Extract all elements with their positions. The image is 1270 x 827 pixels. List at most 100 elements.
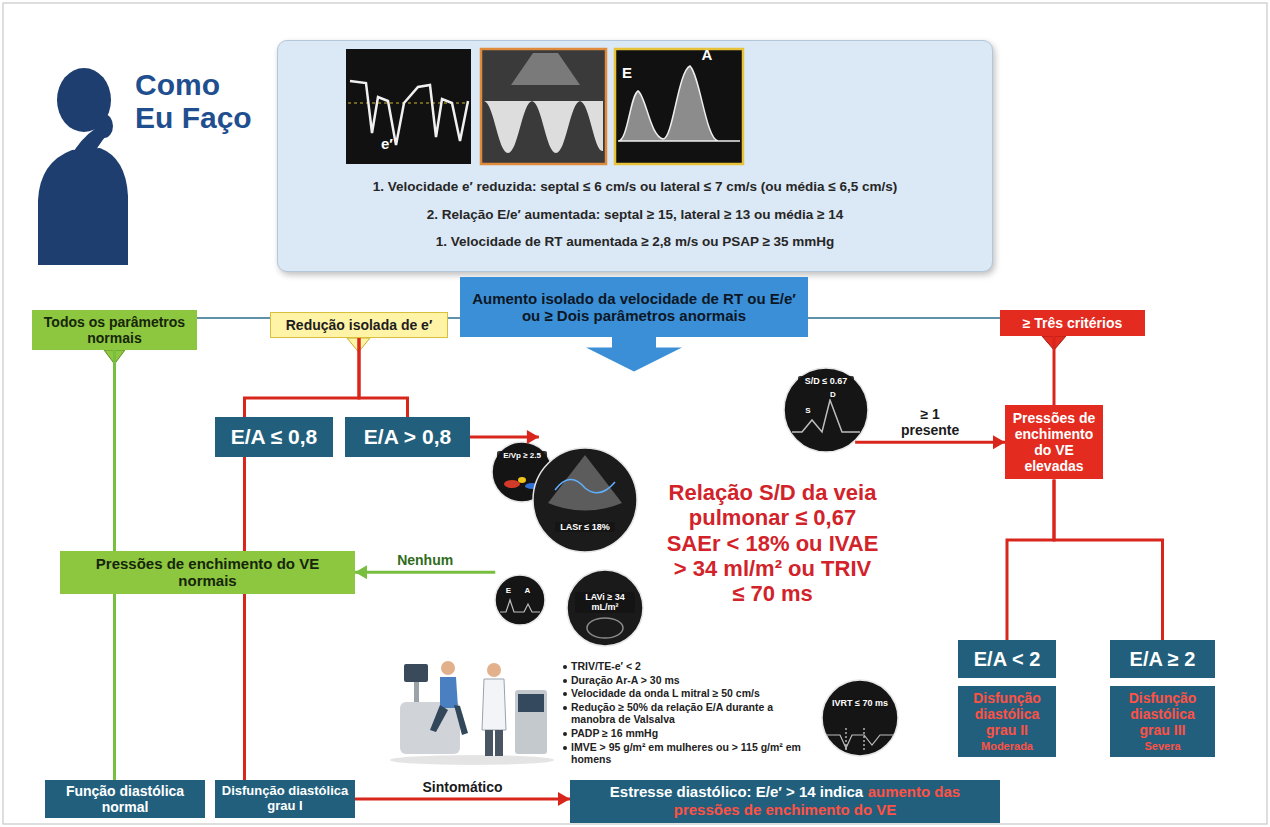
connector	[808, 318, 1000, 319]
bullet-text: Velocidade da onda L mitral ≥ 50 cm/s	[571, 687, 820, 700]
bullet-text: TRIV/TE-e′ < 2	[571, 660, 820, 673]
node-text: Relação S/D da veia pulmonar ≤ 0,67 SAEr…	[665, 480, 880, 606]
bullet-row: PADP ≥ 16 mmHg	[562, 727, 820, 740]
block-arrow	[586, 337, 682, 372]
node-text: Função diastólica normal	[50, 783, 200, 815]
doctor-head	[487, 663, 501, 677]
bullet-text: Redução ≥ 50% da relação E/A durante a m…	[571, 701, 820, 726]
doppler-wave	[484, 101, 603, 153]
connector-line	[245, 338, 360, 417]
node-text: Todos os parâmetros normais	[38, 314, 191, 346]
node-text: ≥ Três critérios	[1023, 315, 1123, 331]
bullet-dot	[563, 746, 567, 750]
ratio-box: E/A ≥ 2	[1110, 640, 1215, 678]
grade-box: Disfunção diastólica grau IIModerada	[958, 686, 1056, 757]
echo-machine	[515, 690, 547, 754]
tissue-doppler-image	[346, 49, 471, 164]
bullet-row: Velocidade da onda L mitral ≥ 50 cm/s	[562, 687, 820, 700]
edge-label: Sintomático	[422, 779, 502, 795]
arrow-head	[993, 435, 1005, 449]
connector	[359, 338, 408, 417]
echo-cone	[511, 53, 580, 85]
bullet-row: Redução ≥ 50% da relação E/A durante a m…	[562, 701, 820, 726]
connector	[244, 457, 245, 780]
rider-leg	[430, 705, 448, 732]
thumb-disc	[567, 570, 643, 646]
echo-thumbnail	[784, 368, 868, 452]
bullet-text: Duração Ar-A > 30 ms	[571, 674, 820, 687]
echo-thumbnail	[822, 680, 898, 756]
node-text: Disfunção diastólica grau III	[1114, 690, 1211, 738]
bullet-dot	[563, 665, 567, 669]
echo-thumbnail	[567, 570, 643, 646]
connector-line	[197, 317, 270, 319]
atrium-outline	[587, 618, 623, 638]
connector-line	[355, 571, 495, 574]
thumb-label: S/D ≤ 0.67	[798, 376, 854, 386]
person-hand	[95, 114, 113, 138]
color-flow	[518, 477, 526, 483]
edge-label: Nenhum	[397, 552, 453, 568]
connector-line	[855, 441, 1005, 444]
connector-line	[1053, 336, 1056, 405]
interval-marker	[846, 728, 847, 750]
doppler-trace	[350, 81, 468, 145]
node-text: Pressões de enchimento do VE normais	[66, 555, 349, 590]
outcome-box: Função diastólica normal	[45, 780, 205, 818]
floor-shadow	[390, 755, 554, 765]
category-box: Todos os parâmetros normais	[32, 310, 197, 350]
connector-line	[448, 317, 460, 319]
ring-line	[496, 363, 894, 761]
ratio-box: E/A < 2	[958, 640, 1056, 678]
edge-label: ≥ 1 presente	[898, 406, 962, 438]
bullet-row: Duração Ar-A > 30 ms	[562, 674, 820, 687]
connector	[197, 318, 270, 319]
ratio-box: E/A ≤ 0,8	[215, 417, 333, 457]
bike-frame	[400, 702, 460, 754]
result-box: Pressões de enchimento do VE normais	[60, 551, 355, 594]
heading-title: Como Eu Faço	[135, 68, 259, 134]
bullet-row: TRIV/TE-e′ < 2	[562, 660, 820, 673]
bullet-dot	[563, 732, 567, 736]
doctor-body	[482, 679, 506, 730]
thumb-label: A	[523, 586, 532, 595]
image-label: A	[700, 46, 714, 63]
node-subtext: Severa	[1144, 740, 1180, 753]
text-line: Estresse diastólico: E/e′ > 14 indicaaum…	[578, 783, 992, 820]
flow-doppler-image	[481, 49, 606, 164]
echo-screen	[518, 694, 544, 712]
interval-marker	[864, 728, 865, 750]
figure-frame	[3, 3, 1267, 824]
connector	[1054, 479, 1163, 640]
color-flow	[504, 480, 520, 488]
node-subtext: 1. Velocidade de RT aumentada ≥ 2,8 m/s …	[436, 234, 835, 250]
connector-line	[808, 317, 1000, 319]
echo-sector	[548, 455, 622, 511]
bullet-dot	[563, 692, 567, 696]
doctor-leg	[485, 730, 493, 756]
text-holder: Relação S/D da veia pulmonar ≤ 0,67 SAEr…	[665, 480, 880, 606]
node-text: Aumento isolado da velocidade de RT ou E…	[470, 290, 798, 325]
bullet-dot	[563, 706, 567, 710]
rider-body	[440, 677, 458, 708]
exercise-echo-illustration	[390, 661, 554, 765]
connector	[586, 337, 682, 372]
connector-line	[359, 338, 408, 417]
image-label: e′	[376, 135, 398, 152]
thumb-label: E	[504, 586, 513, 595]
bullet-text: PADP ≥ 16 mmHg	[571, 727, 820, 740]
node-text: Disfunção diastólica grau II	[962, 690, 1052, 738]
mitral-inflow-image	[615, 49, 743, 164]
doppler-trace	[826, 735, 894, 748]
rider-head	[441, 661, 455, 675]
category-box: Redução isolada de e′	[270, 312, 448, 338]
arrow-head	[558, 792, 570, 806]
outcome-box: Disfunção diastólica grau I	[215, 780, 355, 818]
thumb-disc	[533, 448, 637, 552]
thumb-disc	[784, 368, 868, 452]
ratio-box: E/A > 0,8	[345, 417, 470, 457]
node-text: Redução isolada de e′	[286, 317, 433, 333]
bullet-text: IMVE > 95 g/m² em mulheres ou > 115 g/m²…	[571, 741, 820, 766]
connector-line	[1007, 479, 1054, 640]
